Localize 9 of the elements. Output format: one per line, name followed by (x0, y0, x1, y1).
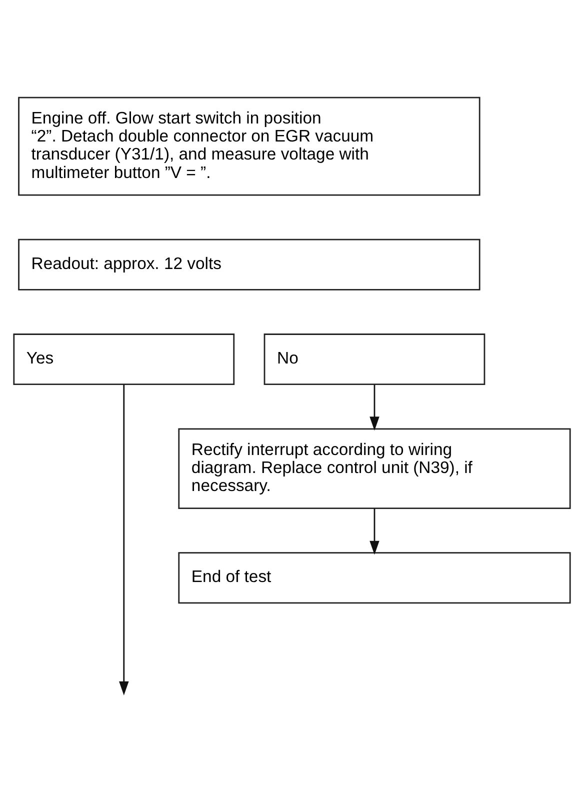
arrow (119, 384, 129, 695)
node-box: End of test (178, 552, 571, 604)
arrow (370, 508, 380, 554)
node-box: Rectify interrupt according to wiring diagram. Replace control unit (N39), if necessary. (178, 428, 571, 508)
arrow (370, 384, 380, 430)
node-box: No (264, 333, 486, 385)
node-box: Yes (13, 333, 235, 385)
node-box: Engine off. Glow start switch in position “2”. Detach double connector on EGR vacuum transducer (Y31/1), and measure voltage with multimeter button ”V = ”. (18, 96, 480, 196)
node-box: Readout: approx. 12 volts (18, 238, 480, 290)
